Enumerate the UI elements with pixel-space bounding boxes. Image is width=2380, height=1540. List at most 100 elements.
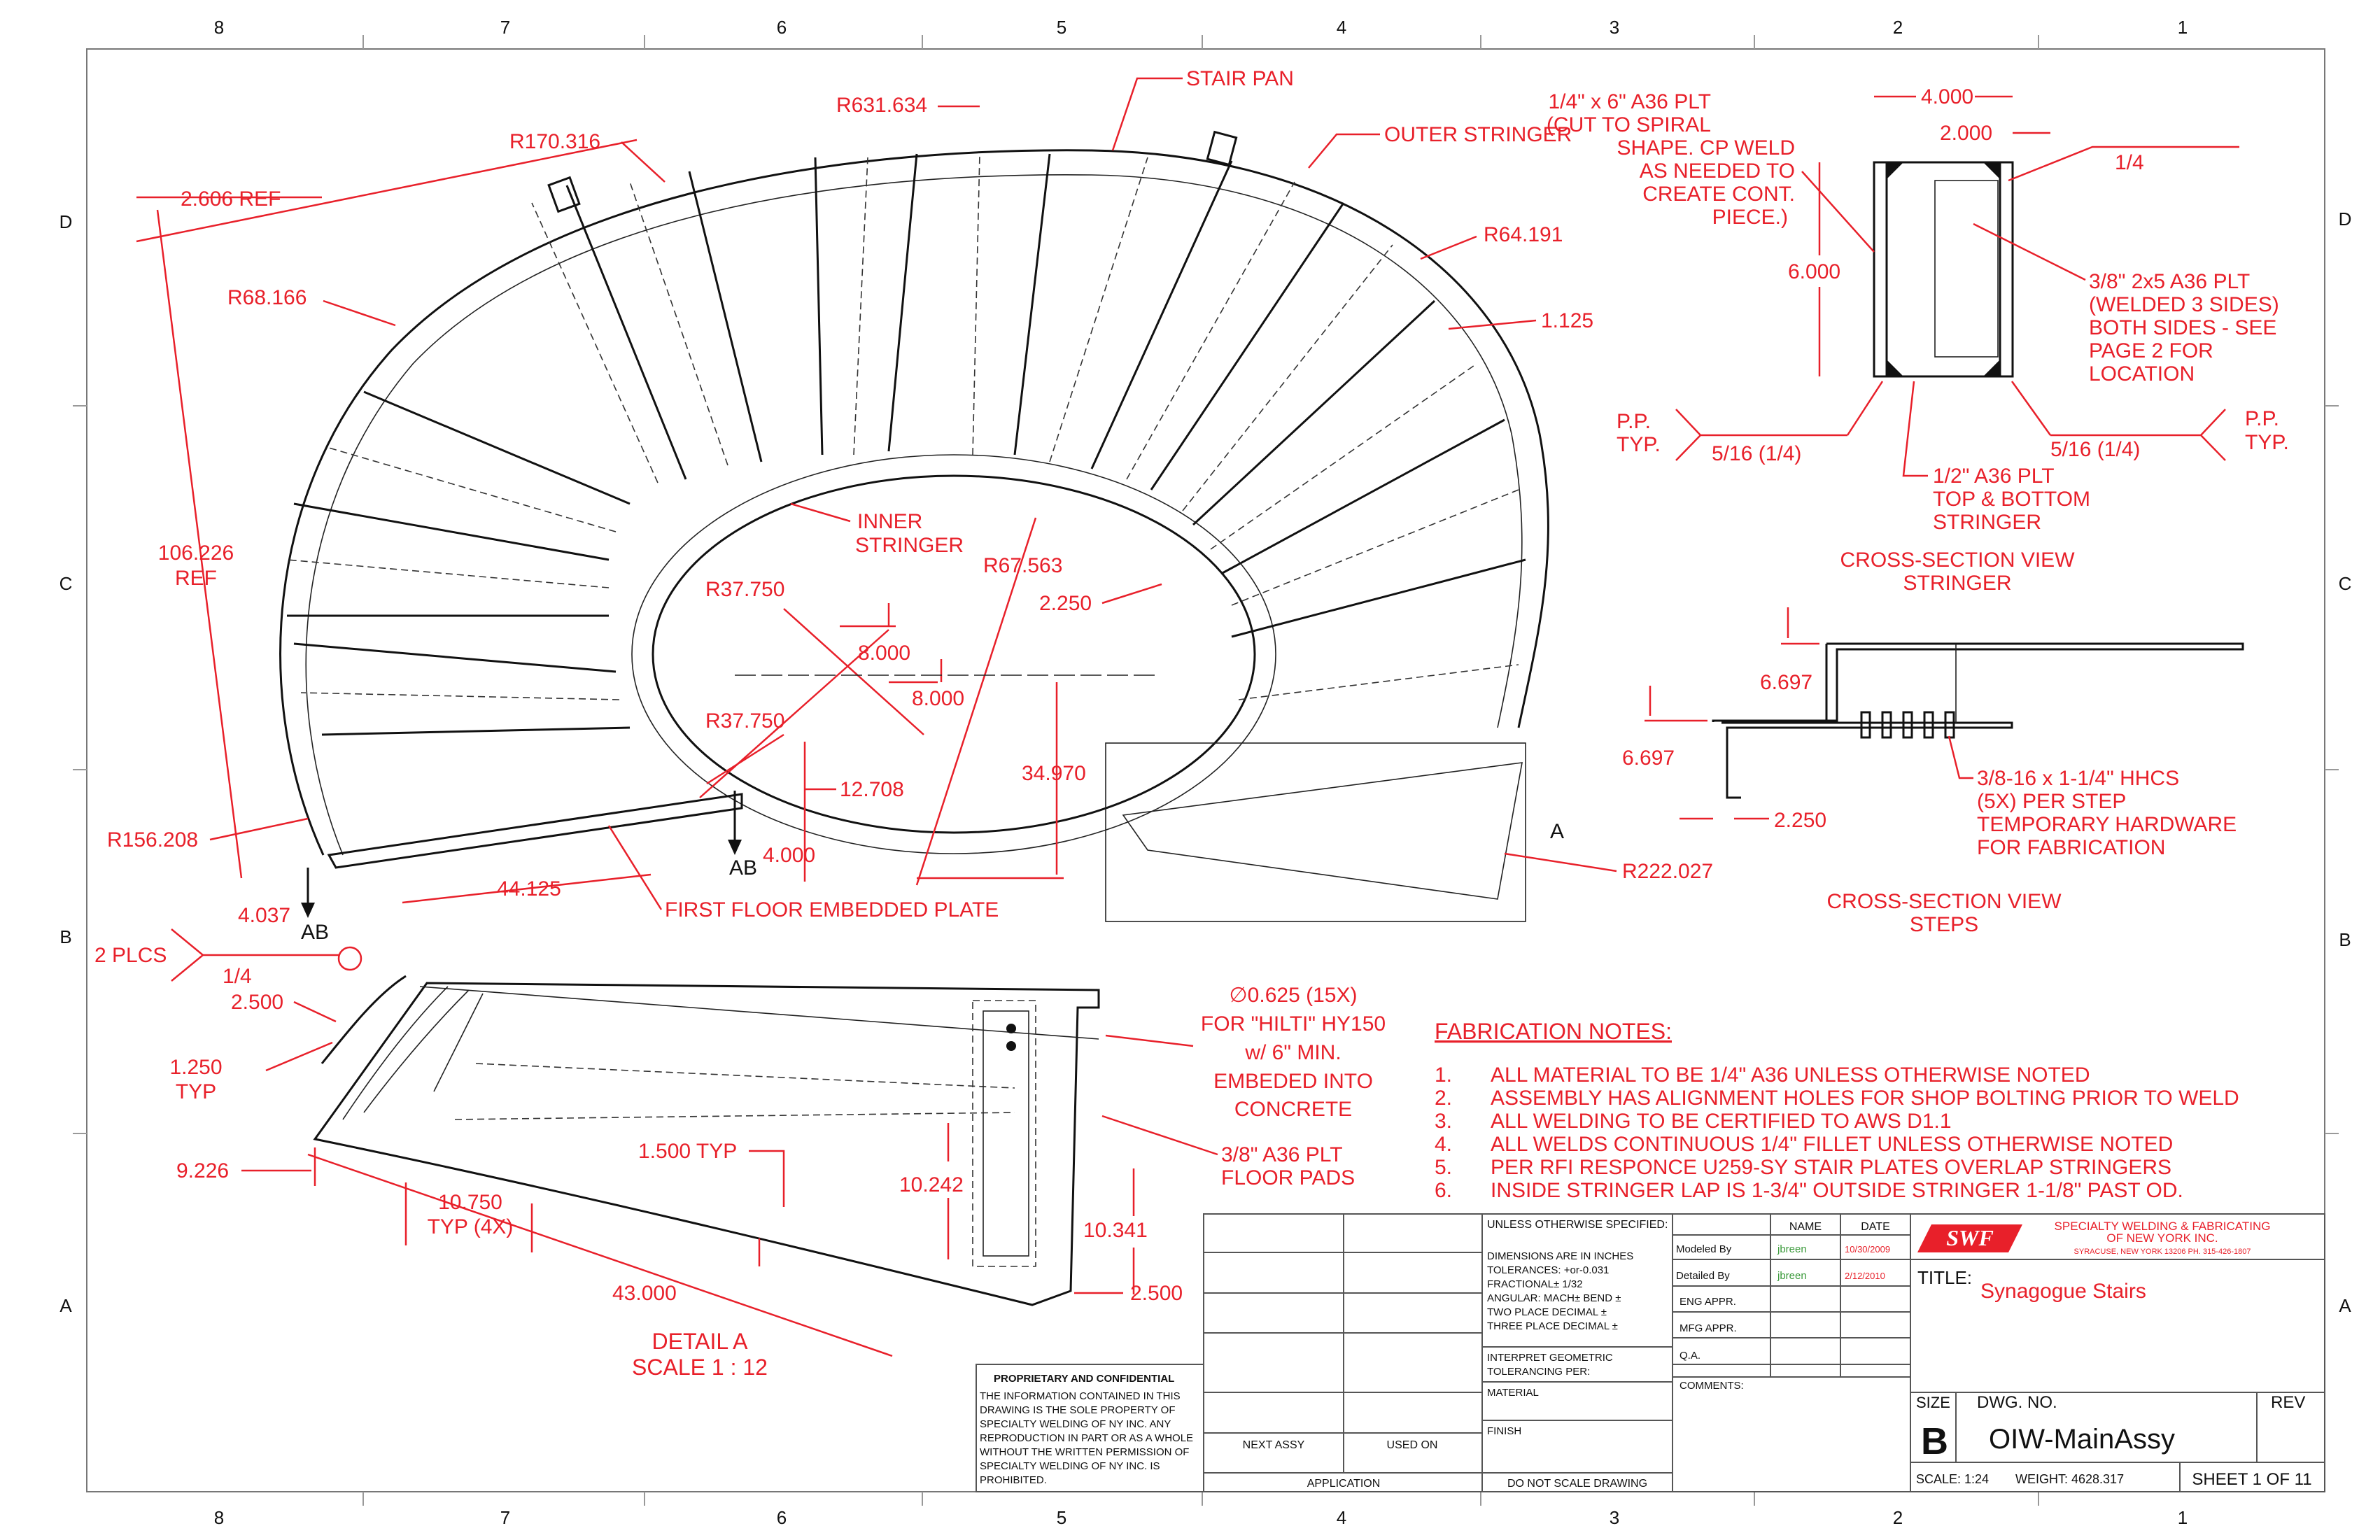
unless-specified: UNLESS OTHERWISE SPECIFIED:: [1487, 1219, 1668, 1231]
dim-8000a: 8.000: [858, 642, 910, 665]
stringer-pp-left-1: TYP.: [1617, 433, 1661, 456]
comments-label: COMMENTS:: [1680, 1380, 1744, 1392]
section-label-ab-left: AB: [301, 921, 329, 944]
row-label-left-c: C: [59, 573, 73, 594]
stringer-dim-2000: 2.000: [1940, 122, 1992, 145]
main-view-dimensions: R631.634 STAIR PAN OUTER STRINGER R170.3…: [107, 67, 1713, 944]
detail-dim-10341: 10.341: [1083, 1219, 1148, 1242]
stringer-half-plate-0: 1/2" A36 PLT: [1933, 465, 2055, 488]
note-num-3: 3.: [1435, 1110, 1452, 1133]
steps-cross-section: [1712, 642, 2244, 799]
note-num-5: 5.: [1435, 1156, 1452, 1179]
col-label-top-4: 4: [1337, 17, 1346, 38]
stringer-half-plate-2: STRINGER: [1933, 511, 2041, 534]
dim-2250-main: 2.250: [1039, 592, 1092, 615]
stringer-callout-right-3: PAGE 2 FOR: [2089, 339, 2213, 362]
note-num-2: 2.: [1435, 1087, 1452, 1110]
proprietary-line-1: DRAWING IS THE SOLE PROPERTY OF: [980, 1404, 1176, 1416]
modeled-by-label: Modeled By: [1676, 1243, 1732, 1255]
col-label-bottom-2: 2: [1893, 1507, 1903, 1528]
detail-dim-43000: 43.000: [612, 1282, 677, 1305]
proprietary-line-0: THE INFORMATION CONTAINED IN THIS: [980, 1390, 1181, 1402]
dim-r222: R222.027: [1622, 860, 1713, 883]
dim-r170: R170.316: [509, 130, 600, 153]
stringer-callout-right-1: (WELDED 3 SIDES): [2089, 293, 2279, 316]
do-not-scale: DO NOT SCALE DRAWING: [1507, 1478, 1647, 1490]
steps-dim-2250: 2.250: [1774, 809, 1826, 832]
dim-r37a: R37.750: [705, 578, 784, 601]
row-label-right-d: D: [2339, 209, 2352, 229]
steps-section-annotations: 6.697 6.697 2.250 3/8-16 x 1-1/4" HHCS (…: [1622, 607, 2237, 936]
col-label-top-1: 1: [2178, 17, 2188, 38]
application-label: APPLICATION: [1307, 1478, 1381, 1490]
detail-floor-pads-1: FLOOR PADS: [1221, 1166, 1355, 1189]
tolerance-line-4: TWO PLACE DECIMAL ±: [1487, 1306, 1607, 1318]
steps-hhcs-0: 3/8-16 x 1-1/4" HHCS: [1977, 767, 2179, 790]
stringer-weld-left: 5/16 (1/4): [1712, 442, 1801, 465]
detail-title-1: SCALE 1 : 12: [632, 1355, 768, 1380]
stringer-pp-right-1: TYP.: [2245, 431, 2289, 454]
steps-dim-6697a: 6.697: [1760, 671, 1812, 694]
row-label-left-d: D: [59, 211, 73, 232]
stringer-callout-left-2: SHAPE. CP WELD: [1617, 136, 1795, 160]
detailed-by-date: 2/12/2010: [1845, 1271, 1885, 1281]
detail-a-annotations: 2 PLCS 1/4 2.500 1.250 TYP 9.226 1.500 T…: [94, 928, 1386, 1380]
tolerance-line-5: THREE PLACE DECIMAL ±: [1487, 1320, 1618, 1332]
section-label-ab-right: AB: [729, 856, 757, 880]
dim-r68: R68.166: [227, 286, 307, 309]
tolerance-line-0: DIMENSIONS ARE IN INCHES: [1487, 1250, 1633, 1262]
row-label-right-c: C: [2339, 573, 2352, 594]
detail-dim-9226: 9.226: [176, 1159, 229, 1182]
detailed-by-label: Detailed By: [1676, 1270, 1730, 1282]
scale-label: SCALE: 1:24: [1916, 1472, 1989, 1486]
stringer-pp-right-0: P.P.: [2245, 407, 2279, 430]
detail-hilti-2: w/ 6" MIN.: [1244, 1041, 1341, 1064]
stringer-callout-right-2: BOTH SIDES - SEE: [2089, 316, 2276, 339]
label-first-floor-plate: FIRST FLOOR EMBEDDED PLATE: [665, 898, 999, 921]
col-label-bottom-4: 4: [1337, 1507, 1346, 1528]
note-num-4: 4.: [1435, 1133, 1452, 1156]
dim-r631: R631.634: [836, 94, 927, 117]
company-line-2: SYRACUSE, NEW YORK 13206 PH. 315-426-180…: [2074, 1248, 2251, 1256]
tolerance-line-3: ANGULAR: MACH± BEND ±: [1487, 1292, 1621, 1304]
company-line-0: SPECIALTY WELDING & FABRICATING: [2055, 1220, 2271, 1233]
stringer-callout-right-0: 3/8" 2x5 A36 PLT: [2089, 270, 2250, 293]
label-outer-stringer: OUTER STRINGER: [1384, 123, 1572, 146]
fabrication-notes: FABRICATION NOTES: 1. ALL MATERIAL TO BE…: [1435, 1019, 2239, 1202]
detail-dim-10242: 10.242: [899, 1173, 964, 1196]
row-label-left-b: B: [59, 926, 71, 947]
dim-r37b: R37.750: [705, 709, 784, 733]
logo-text: SWF: [1946, 1225, 1994, 1250]
proprietary-line-5: SPECIALTY WELDING OF NY INC. IS: [980, 1460, 1160, 1472]
steps-hhcs-3: FOR FABRICATION: [1977, 836, 2165, 859]
col-label-bottom-5: 5: [1057, 1507, 1066, 1528]
detail-dim-2500b: 2.500: [1130, 1282, 1183, 1305]
note-text-1: ALL MATERIAL TO BE 1/4" A36 UNLESS OTHER…: [1491, 1064, 2090, 1087]
stringer-dim-4000: 4.000: [1921, 85, 1973, 108]
col-label-bottom-7: 7: [500, 1507, 510, 1528]
dwg-no-label: DWG. NO.: [1977, 1393, 2057, 1412]
used-on-label: USED ON: [1387, 1439, 1438, 1451]
detail-dim-1250-1: TYP: [176, 1080, 216, 1103]
stringer-title-0: CROSS-SECTION VIEW: [1840, 549, 2075, 572]
col-label-bottom-8: 8: [214, 1507, 224, 1528]
dim-12708: 12.708: [840, 778, 904, 801]
ref106-ref: REF: [175, 567, 217, 590]
stringer-callout-left-5: PIECE.): [1712, 206, 1788, 229]
section-label-a: A: [1550, 820, 1564, 843]
note-num-1: 1.: [1435, 1064, 1452, 1087]
detail-dim-1250-0: 1.250: [169, 1056, 222, 1079]
interpret-line-1: TOLERANCING PER:: [1487, 1366, 1590, 1378]
dim-r64: R64.191: [1484, 223, 1563, 246]
stringer-cross-section: [1873, 161, 2014, 378]
title-value: Synagogue Stairs: [1980, 1280, 2146, 1303]
title-block: PROPRIETARY AND CONFIDENTIAL THE INFORMA…: [976, 1213, 2325, 1492]
rev-label: REV: [2271, 1393, 2305, 1412]
col-label-top-6: 6: [777, 17, 787, 38]
row-label-right-a: A: [2339, 1295, 2351, 1316]
detail-dim-10750-1: TYP (4X): [428, 1215, 514, 1238]
steps-hhcs-1: (5X) PER STEP: [1977, 790, 2126, 813]
steps-dim-6697b: 6.697: [1622, 747, 1675, 770]
row-label-right-b: B: [2339, 929, 2351, 950]
